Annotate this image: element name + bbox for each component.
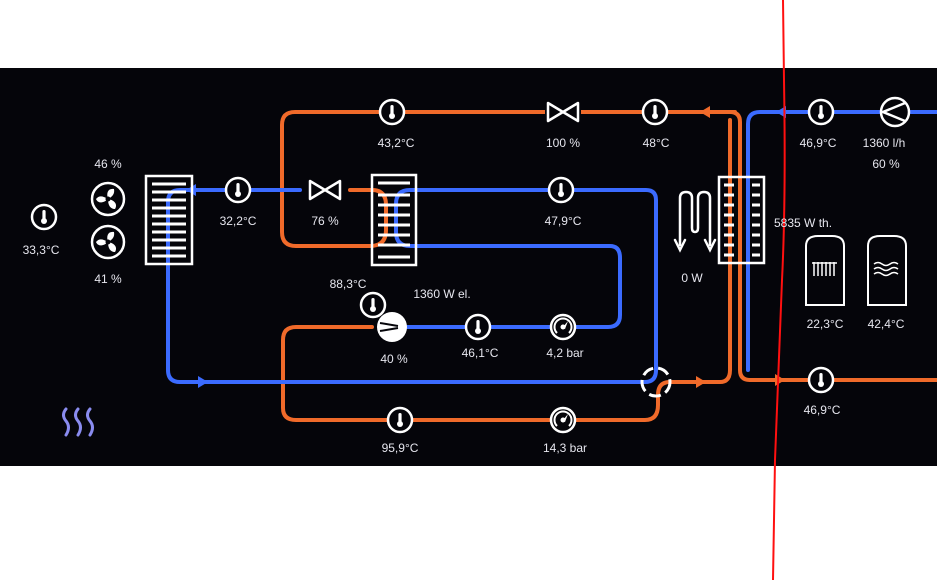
expansion-valve-top-label: 100 % bbox=[545, 136, 581, 150]
electric-heater-power-label: 0 W bbox=[681, 271, 703, 285]
hot-water-tank-temp-label: 42,4°C bbox=[867, 317, 905, 331]
discharge-temp-label: 88,3°C bbox=[329, 277, 367, 291]
hot-pipe-top bbox=[280, 110, 737, 248]
schematic-graphics bbox=[30, 96, 937, 437]
expansion-valve-main-icon bbox=[305, 176, 345, 204]
thermometer-discharge-icon bbox=[359, 291, 387, 319]
condenser-top-temp-label: 43,2°C bbox=[377, 136, 415, 150]
fan-bottom-speed-label: 41 % bbox=[94, 272, 122, 286]
thermometer-return-icon bbox=[807, 366, 835, 394]
outdoor-temp-label: 33,3°C bbox=[22, 243, 60, 257]
thermometer-liquid-icon bbox=[641, 98, 669, 126]
suction-line-temp-label: 47,9°C bbox=[544, 214, 582, 228]
flow-arrow bbox=[776, 106, 786, 118]
pump-speed-label: 60 % bbox=[872, 157, 900, 171]
flow-arrow bbox=[198, 376, 208, 388]
buffer-tank-icon bbox=[805, 235, 845, 306]
flow-arrow bbox=[775, 374, 785, 386]
cold-pipe-evaporator bbox=[166, 188, 658, 384]
internal-heat-exchanger-icon bbox=[370, 173, 418, 267]
thermometer-suction-line-icon bbox=[547, 176, 575, 204]
electric-heater-icon bbox=[673, 190, 717, 253]
thermometer-evap-out-icon bbox=[224, 176, 252, 204]
hot-pipe-discharge bbox=[281, 118, 732, 422]
pump-flow-label: 1360 l/h bbox=[862, 136, 906, 150]
thermometer-outdoor-icon bbox=[30, 203, 58, 231]
suction-temp-label: 46,1°C bbox=[461, 346, 499, 360]
buffer-tank-temp-label: 22,3°C bbox=[806, 317, 844, 331]
pressure-gauge-high-icon bbox=[549, 406, 577, 434]
pressure-gauge-low-icon bbox=[549, 313, 577, 341]
compressor-power-label: 1360 W el. bbox=[413, 287, 471, 301]
thermometer-discharge-line-icon bbox=[386, 406, 414, 434]
four-way-valve-icon bbox=[640, 366, 672, 398]
fan-bottom-icon bbox=[90, 224, 126, 260]
heat-pump-schematic bbox=[0, 68, 937, 466]
compressor-icon bbox=[377, 312, 407, 342]
thermometer-flow-icon bbox=[807, 98, 835, 126]
thermometer-suction-icon bbox=[464, 313, 492, 341]
flow-temp-label: 46,9°C bbox=[799, 136, 837, 150]
thermal-power-label: 5835 W th. bbox=[774, 216, 833, 230]
thermometer-condenser-top-icon bbox=[378, 98, 406, 126]
cold-pipe-flow bbox=[746, 110, 937, 372]
discharge-line-temp-label: 95,9°C bbox=[381, 441, 419, 455]
flow-arrow bbox=[700, 106, 710, 118]
fan-top-icon bbox=[90, 181, 126, 217]
compressor-speed-label: 40 % bbox=[380, 352, 408, 366]
circulation-pump-icon bbox=[879, 96, 911, 128]
return-temp-label: 46,9°C bbox=[803, 403, 841, 417]
flow-arrow bbox=[696, 376, 706, 388]
condenser-icon bbox=[717, 175, 766, 265]
liquid-temp-label: 48°C bbox=[642, 136, 670, 150]
hot-water-tank-icon bbox=[867, 235, 907, 306]
high-pressure-label: 14,3 bar bbox=[542, 441, 588, 455]
heating-waves-icon bbox=[62, 407, 94, 437]
expansion-valve-main-label: 76 % bbox=[311, 214, 339, 228]
evaporator-icon bbox=[144, 174, 194, 266]
expansion-valve-top-icon bbox=[543, 98, 583, 126]
low-pressure-label: 4,2 bar bbox=[546, 346, 584, 360]
fan-top-speed-label: 46 % bbox=[94, 157, 122, 171]
evap-out-temp-label: 32,2°C bbox=[219, 214, 257, 228]
